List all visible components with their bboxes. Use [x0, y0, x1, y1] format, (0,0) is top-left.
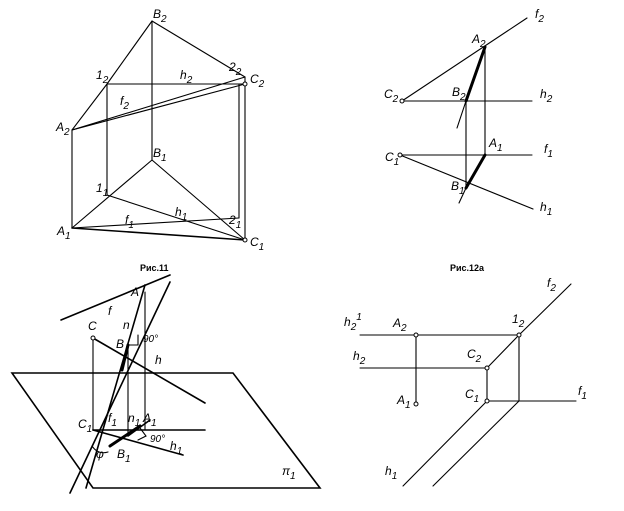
- line-2-1-br: [486, 334, 520, 369]
- point-c1-r: [397, 152, 403, 158]
- right-angle-top: [127, 334, 139, 346]
- label-c1-s: C1: [78, 417, 92, 435]
- label-h-s: h: [155, 353, 162, 367]
- label-h1-br: h1: [385, 464, 397, 482]
- point-c2-br: [484, 365, 490, 371]
- label-h2: h2: [180, 68, 193, 86]
- line-a1-two1: [71, 217, 240, 229]
- label-c1-br: C1: [465, 387, 479, 405]
- point-a2-br: [413, 332, 419, 338]
- point-1-2-br: [516, 332, 522, 338]
- segment-a1-b1: [464, 153, 487, 190]
- label-n-s: n: [123, 318, 130, 332]
- angle-phi-arc: [91, 445, 109, 454]
- label-f1-s: f1: [108, 411, 117, 429]
- label-b-s: B: [116, 337, 124, 351]
- label-h2p-br: h21: [344, 312, 362, 333]
- label-c2-br: C2: [467, 347, 482, 365]
- label-f1-br: f1: [578, 384, 587, 402]
- edge-b2-one2: [106, 20, 153, 85]
- line-h1-br: [402, 400, 488, 487]
- label-h2-br: h2: [353, 349, 366, 367]
- label-f2-r: f2: [535, 7, 544, 25]
- point-a1-br: [413, 401, 419, 407]
- caption-fig-11: Рис.11: [140, 263, 169, 273]
- caption-fig-12a: Рис.12а: [450, 263, 485, 273]
- line-h: [92, 337, 206, 404]
- label-c2: C2: [250, 72, 265, 90]
- line-ab1-ext: [458, 187, 467, 204]
- label-h1-r: h1: [540, 200, 552, 218]
- label-f2-br: f2: [547, 276, 556, 294]
- label-a1-br: A1: [396, 393, 411, 411]
- label-c1: C1: [250, 235, 264, 253]
- figure-space: A C f n B 90° h C1 f1 n1 A1 φ B1 90° h1 …: [10, 274, 322, 494]
- line-f2-br: [518, 283, 572, 336]
- figure-right-epure: f2 h21 A2 12 h2 C2 A1 C1 f1 h1: [344, 276, 587, 487]
- label-a2: A2: [55, 120, 70, 138]
- line-f2-r: [401, 17, 528, 102]
- point-c1-br: [484, 398, 490, 404]
- label-h2-r: h2: [540, 87, 553, 105]
- label-1-1: 11: [96, 181, 108, 199]
- label-b1-s: B1: [117, 447, 131, 465]
- label-phi: φ: [96, 447, 104, 461]
- label-a-s: A: [130, 285, 139, 299]
- label-2-1: 21: [228, 213, 241, 231]
- right-angle-bottom: [137, 427, 147, 441]
- point-c2-r: [399, 98, 405, 104]
- label-f1: f1: [125, 213, 134, 231]
- line-f-lower-br: [432, 400, 520, 487]
- plane-pi1: [10, 372, 322, 489]
- label-f2: f2: [120, 94, 129, 112]
- label-1-2: 12: [96, 68, 109, 86]
- label-c-s: C: [88, 319, 97, 333]
- label-f1-r: f1: [544, 142, 553, 160]
- line-ab2-ext: [456, 100, 467, 129]
- label-a2-r: A2: [471, 32, 486, 50]
- label-a1-s: A1: [142, 411, 157, 429]
- line-f1: [71, 227, 246, 241]
- line-f2: [71, 76, 246, 131]
- figure-11: B2 12 h2 22 C2 f2 A2 B1 11 f1 h1 21 A1 C…: [55, 7, 265, 253]
- label-c2-r: C2: [384, 87, 399, 105]
- label-a2-br: A2: [392, 316, 407, 334]
- segment-n-bold: [120, 343, 130, 372]
- line-n-long: [69, 281, 171, 494]
- figure-12a: f2 A2 C2 B2 h2 C1 A1 f1 B1 h1: [384, 7, 553, 218]
- label-b1: B1: [153, 146, 167, 164]
- label-1-2-br: 12: [512, 312, 525, 330]
- line-h1: [106, 194, 246, 241]
- point-c-s: [90, 335, 96, 341]
- label-b1-r: B1: [451, 179, 465, 197]
- edge-b1-a1: [71, 159, 153, 229]
- point-c1: [242, 237, 248, 243]
- label-f-s: f: [108, 304, 113, 318]
- segment-a2-b2: [464, 45, 487, 103]
- point-c2: [242, 81, 248, 87]
- label-h1: h1: [175, 205, 187, 223]
- label-a1-r: A1: [488, 136, 503, 154]
- label-b2-r: B2: [452, 85, 466, 103]
- label-angle-bottom: 90°: [150, 434, 165, 445]
- edge-b2-two2: [151, 20, 246, 78]
- line-n-steep: [85, 284, 146, 489]
- label-n1-s: n1: [128, 411, 140, 429]
- label-a1: A1: [56, 224, 71, 242]
- label-2-2: 22: [228, 60, 242, 78]
- edge-one2-a2: [71, 83, 108, 131]
- segment-n1-bold: [108, 424, 142, 448]
- label-h1-s: h1: [170, 439, 182, 457]
- line-h1-s: [92, 429, 184, 456]
- edge-a2-c2: [71, 83, 246, 131]
- label-angle-top: 90°: [143, 334, 158, 345]
- label-b2: B2: [153, 7, 167, 25]
- label-c1-r: C1: [385, 150, 399, 168]
- edge-b1-c1: [151, 159, 246, 241]
- label-pi1: π1: [282, 464, 296, 482]
- line-f: [60, 274, 171, 321]
